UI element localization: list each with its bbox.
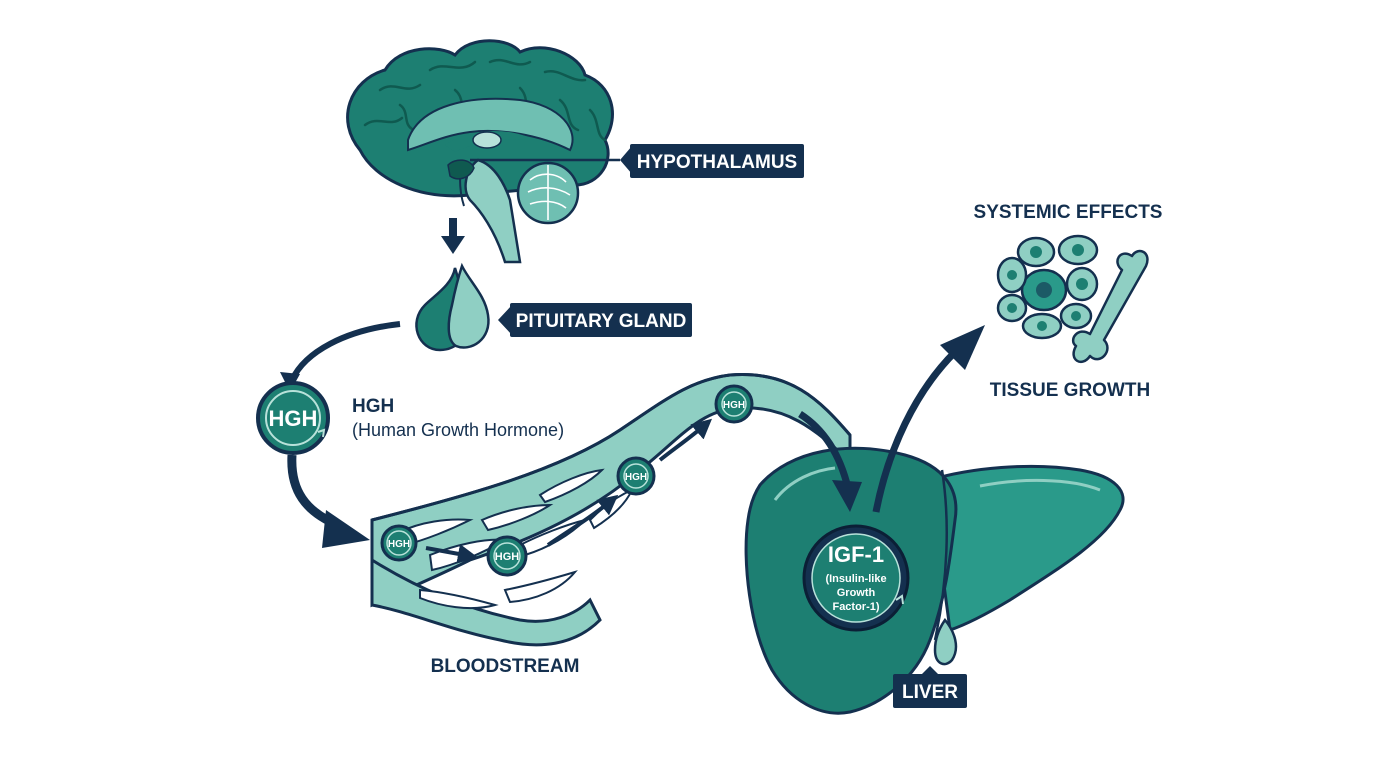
bloodstream-flow-arrows <box>425 418 713 564</box>
hgh-molecule-2: HGH <box>486 535 528 577</box>
hypothalamus-tag: HYPOTHALAMUS <box>620 144 804 178</box>
brain-icon <box>346 39 614 264</box>
tissue-growth-label: TISSUE GROWTH <box>990 380 1150 401</box>
igf1-line2: Growth <box>837 587 876 599</box>
systemic-effects-label: SYSTEMIC EFFECTS <box>974 202 1163 223</box>
hgh-molecule-2-label: HGH <box>495 551 520 563</box>
arrow-down-icon <box>441 218 465 254</box>
pituitary-label: PITUITARY GLAND <box>516 311 687 332</box>
hypothalamus-label: HYPOTHALAMUS <box>637 152 797 173</box>
igf1-title: IGF-1 <box>828 542 884 567</box>
hgh-molecule-1: HGH <box>380 524 418 562</box>
bone-icon <box>1071 249 1149 364</box>
arrow-pituitary-to-hgh <box>289 321 401 382</box>
hgh-title: HGH <box>352 396 394 417</box>
pituitary-tag: PITUITARY GLAND <box>498 303 692 337</box>
liver-tag: LIVER <box>893 666 967 708</box>
pituitary-gland-icon <box>415 262 490 352</box>
cell-cluster-icon <box>996 234 1099 340</box>
hgh-molecule-4-label: HGH <box>723 400 745 411</box>
bloodstream-label: BLOODSTREAM <box>431 656 580 677</box>
cerebellum <box>516 161 580 225</box>
hgh-molecule-1-label: HGH <box>388 539 410 550</box>
igf1-line3: Factor-1) <box>832 601 879 613</box>
liver-label: LIVER <box>902 682 958 703</box>
arrow-to-liver <box>798 411 852 489</box>
igf1-badge: IGF-1 (Insulin-like Growth Factor-1) <box>802 524 910 632</box>
hgh-molecule-4: HGH <box>714 384 754 424</box>
igf1-line1: (Insulin-like <box>825 573 886 585</box>
hgh-badge: HGH <box>256 381 330 455</box>
arrow-to-systemic-effects <box>872 349 958 513</box>
hgh-molecule-3: HGH <box>616 456 656 496</box>
hgh-molecule-3-label: HGH <box>625 472 647 483</box>
hgh-subtitle: (Human Growth Hormone) <box>352 420 564 440</box>
hgh-badge-text: HGH <box>269 406 318 431</box>
